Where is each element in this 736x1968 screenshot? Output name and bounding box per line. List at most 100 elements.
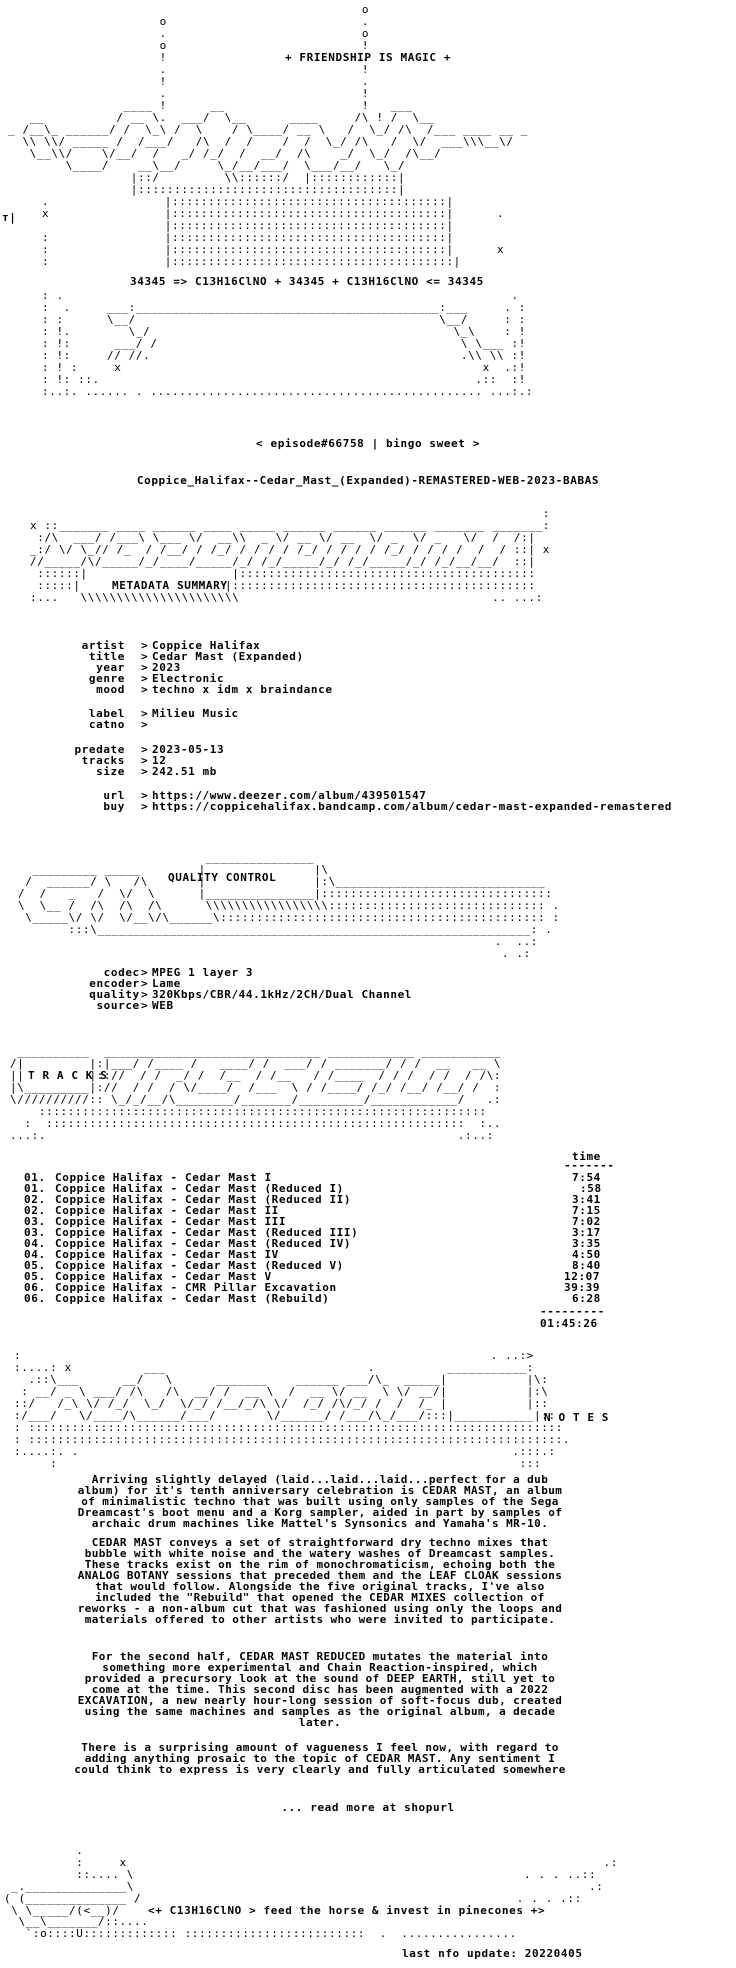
metadata-sep: >	[141, 789, 149, 802]
metadata-value-tracks: 12	[152, 754, 167, 767]
metadata-key-artist: artist	[60, 639, 126, 652]
notes-section-title: N O T E S	[544, 1411, 610, 1424]
quality-value-codec: MPEG 1 layer 3	[152, 966, 254, 979]
metadata-value-artist: Coppice Halifax	[152, 639, 261, 652]
track-time: 3:17	[572, 1226, 601, 1239]
metadata-key-buy: buy	[60, 800, 126, 813]
notes-paragraph: There is a surprising amount of vaguenes…	[74, 1741, 566, 1776]
footer-slogan: <+ C13H16ClNO > feed the horse & invest …	[148, 1904, 546, 1917]
track-number: 05.	[24, 1259, 46, 1272]
metadata-key-title: title	[60, 650, 126, 663]
metadata-buy-link[interactable]: https://coppicehalifax.bandcamp.com/albu…	[152, 800, 673, 813]
quality-sep: >	[141, 966, 149, 979]
header-base-art: : . . : . ___:__________________________…	[42, 289, 534, 398]
metadata-value-genre: Electronic	[152, 672, 225, 685]
tracks-time-rule: -------	[564, 1159, 615, 1172]
quality-key-source: source	[82, 999, 140, 1012]
metadata-key-label: label	[60, 707, 126, 720]
metadata-value-mood: techno x idm x braindance	[152, 683, 333, 696]
track-time: 8:40	[572, 1259, 601, 1272]
notes-paragraph: Arriving slightly delayed (laid...laid..…	[77, 1473, 563, 1530]
side-glyph: т|	[2, 211, 17, 224]
metadata-sep: >	[141, 754, 149, 767]
quality-value-encoder: Lame	[152, 977, 181, 990]
track-number: 06.	[24, 1281, 46, 1294]
track-time: 7:54	[572, 1171, 601, 1184]
track-time: :58	[580, 1182, 602, 1195]
track-time: 39:39	[564, 1281, 601, 1294]
metadata-section-title: METADATA SUMMARY	[112, 579, 228, 592]
track-number: 02.	[24, 1193, 46, 1206]
footer-bottom-art: \__\_______/::.... `:o::::U:::::::::::::…	[18, 1915, 517, 1940]
header-ascii-art: o o . . o o ! !	[8, 3, 529, 196]
metadata-url-link[interactable]: https://www.deezer.com/album/439501547	[152, 789, 427, 802]
metadata-sep: >	[141, 661, 149, 674]
quality-sep: >	[141, 999, 149, 1012]
quality-sep: >	[141, 988, 149, 1001]
track-title: Coppice Halifax - CMR Pillar Excavation	[55, 1281, 337, 1294]
header-pillar-art: . |:::::::::::::::::::::::::::::::::::::…	[42, 195, 505, 268]
track-number: 04.	[24, 1248, 46, 1261]
track-title: Coppice Halifax - Cedar Mast (Reduced II…	[55, 1226, 359, 1239]
notes-banner-art: : . ..:> :....: x ___ . ___________: .::…	[14, 1349, 571, 1470]
formula-text: 34345 => C13H16ClNO + 34345 + C13H16ClNO…	[130, 275, 484, 288]
tracks-section-title: T R A C K S	[28, 1069, 108, 1082]
metadata-banner-art: : x ::_______ ____ ______ ____ _____ ___…	[30, 507, 551, 604]
metadata-key-tracks: tracks	[60, 754, 126, 767]
track-time: 7:15	[572, 1204, 601, 1217]
metadata-key-mood: mood	[60, 683, 126, 696]
metadata-value-year: 2023	[152, 661, 181, 674]
track-title: Coppice Halifax - Cedar Mast IV	[55, 1248, 279, 1261]
tracks-time-header: time	[572, 1150, 601, 1163]
metadata-key-size: size	[60, 765, 126, 778]
quality-value-source: WEB	[152, 999, 174, 1012]
footer-banner-art: . : x .: ::.... \ . . . ..:: _._________…	[4, 1844, 618, 1917]
quality-sep: >	[141, 977, 149, 990]
track-time: 4:50	[572, 1248, 601, 1261]
banner-text: + FRIENDSHIP IS MAGIC +	[284, 51, 452, 64]
track-title: Coppice Halifax - Cedar Mast I	[55, 1171, 272, 1184]
metadata-key-catno: catno	[60, 718, 126, 731]
track-title: Coppice Halifax - Cedar Mast (Rebuild)	[55, 1292, 330, 1305]
quality-key-codec: codec	[82, 966, 140, 979]
episode-tag: < episode#66758 | bingo sweet >	[256, 437, 480, 450]
quality-key-quality: quality	[82, 988, 140, 1001]
metadata-sep: >	[141, 639, 149, 652]
metadata-sep: >	[141, 650, 149, 663]
track-time: 6:28	[572, 1292, 601, 1305]
track-number: 04.	[24, 1237, 46, 1250]
track-number: 01.	[24, 1171, 46, 1184]
metadata-value-title: Cedar Mast (Expanded)	[152, 650, 304, 663]
metadata-sep: >	[141, 765, 149, 778]
release-name: Coppice_Halifax--Cedar_Mast_(Expanded)-R…	[136, 474, 600, 487]
read-more-link[interactable]: ... read more at shopurl	[281, 1801, 455, 1814]
last-update: last nfo update: 20220405	[402, 1947, 583, 1960]
quality-value-quality: 320Kbps/CBR/44.1kHz/2CH/Dual Channel	[152, 988, 413, 1001]
track-time: 3:41	[572, 1193, 601, 1206]
track-title: Coppice Halifax - Cedar Mast (Reduced V)	[55, 1259, 344, 1272]
quality-section-title: QUALITY CONTROL	[168, 871, 277, 884]
track-title: Coppice Halifax - Cedar Mast V	[55, 1270, 272, 1283]
metadata-sep: >	[141, 800, 149, 813]
track-title: Coppice Halifax - Cedar Mast (Reduced I)	[55, 1182, 344, 1195]
track-title: Coppice Halifax - Cedar Mast III	[55, 1215, 287, 1228]
track-title: Coppice Halifax - Cedar Mast II	[55, 1204, 279, 1217]
metadata-sep: >	[141, 672, 149, 685]
track-number: 05.	[24, 1270, 46, 1283]
metadata-sep: >	[141, 743, 149, 756]
notes-paragraph: For the second half, CEDAR MAST REDUCED …	[77, 1650, 563, 1729]
track-time: 3:35	[572, 1237, 601, 1250]
metadata-value-size: 242.51 mb	[152, 765, 218, 778]
track-number: 02.	[24, 1204, 46, 1217]
metadata-key-year: year	[60, 661, 126, 674]
track-number: 03.	[24, 1226, 46, 1239]
metadata-key-url: url	[60, 789, 126, 802]
track-time: 7:02	[572, 1215, 601, 1228]
track-number: 01.	[24, 1182, 46, 1195]
track-title: Coppice Halifax - Cedar Mast (Reduced IV…	[55, 1237, 352, 1250]
metadata-sep: >	[141, 683, 149, 696]
metadata-sep: >	[141, 718, 149, 731]
notes-paragraph: CEDAR MAST conveys a set of straightforw…	[77, 1536, 563, 1626]
track-title: Coppice Halifax - Cedar Mast (Reduced II…	[55, 1193, 352, 1206]
